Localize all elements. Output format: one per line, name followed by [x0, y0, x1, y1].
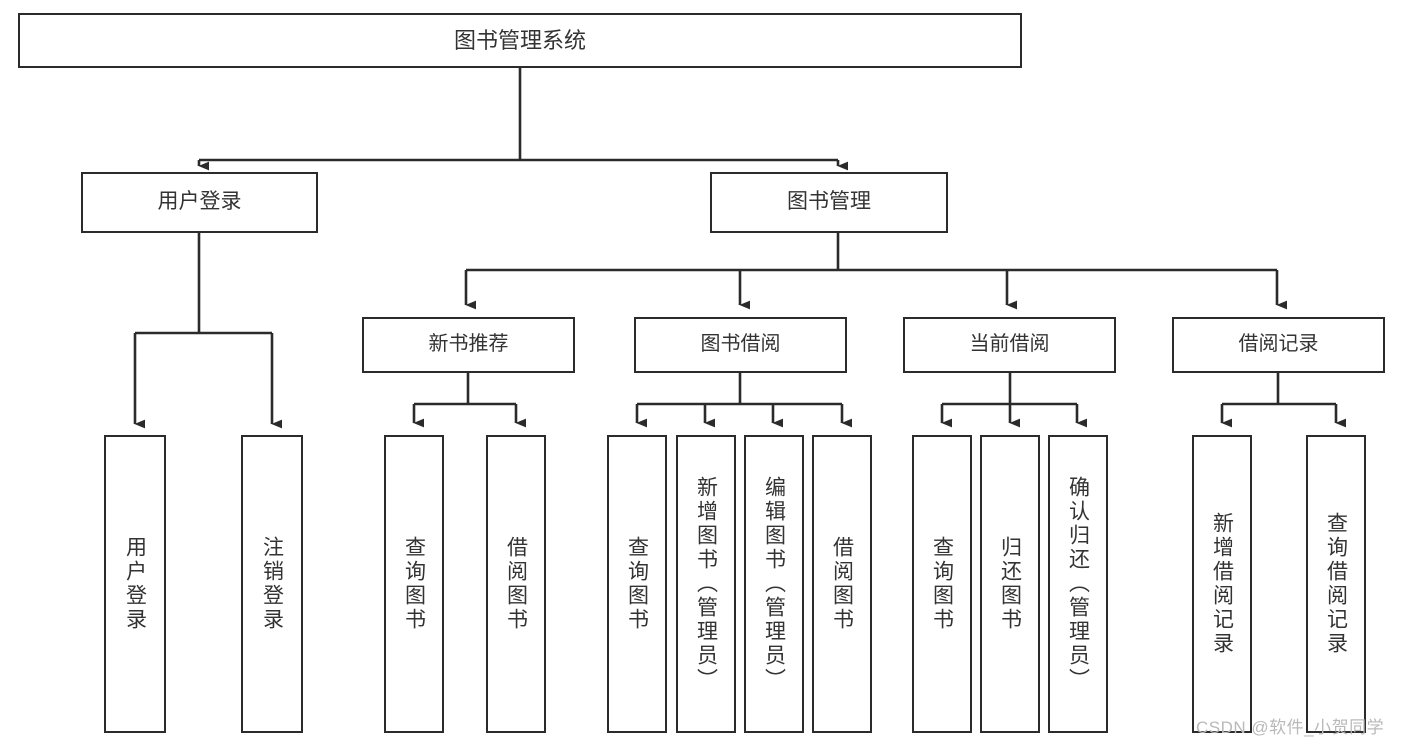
node-label: 用户登录 — [123, 536, 147, 632]
node-leaf-add-book[interactable]: 新增图书（管理员） — [676, 435, 736, 733]
node-label: 新书推荐 — [428, 333, 509, 356]
node-label: 新增借阅记录 — [1210, 512, 1234, 656]
node-leaf-query-book-2[interactable]: 查询图书 — [607, 435, 667, 733]
node-label: 新增图书（管理员） — [694, 476, 718, 692]
node-label: 当前借阅 — [969, 333, 1050, 356]
node-label: 归还图书 — [998, 536, 1022, 632]
node-label: 借阅图书 — [830, 536, 854, 632]
node-label: 查询借阅记录 — [1324, 512, 1348, 656]
node-leaf-edit-book[interactable]: 编辑图书（管理员） — [744, 435, 804, 733]
node-current-borrow[interactable]: 当前借阅 — [903, 317, 1116, 373]
node-label: 编辑图书（管理员） — [762, 476, 786, 692]
node-label: 确认归还（管理员） — [1066, 476, 1090, 692]
node-book-management[interactable]: 图书管理 — [710, 172, 948, 233]
node-label: 查询图书 — [402, 536, 426, 632]
node-leaf-query-book-3[interactable]: 查询图书 — [912, 435, 972, 733]
node-leaf-borrow-book-2[interactable]: 借阅图书 — [812, 435, 872, 733]
node-new-book-recommend[interactable]: 新书推荐 — [362, 317, 575, 373]
node-user-login[interactable]: 用户登录 — [81, 172, 318, 233]
node-label: 查询图书 — [625, 536, 649, 632]
node-leaf-query-record[interactable]: 查询借阅记录 — [1306, 435, 1366, 733]
node-leaf-query-book-1[interactable]: 查询图书 — [384, 435, 444, 733]
node-label: 查询图书 — [930, 536, 954, 632]
node-label: 图书借阅 — [700, 333, 781, 356]
node-leaf-confirm-return[interactable]: 确认归还（管理员） — [1048, 435, 1108, 733]
node-leaf-logout-login[interactable]: 注销登录 — [241, 435, 303, 733]
node-label: 借阅记录 — [1238, 333, 1319, 356]
node-label: 图书管理 — [787, 190, 871, 214]
node-root-book-management-system[interactable]: 图书管理系统 — [18, 13, 1022, 68]
node-leaf-return-book[interactable]: 归还图书 — [980, 435, 1040, 733]
node-book-borrow[interactable]: 图书借阅 — [634, 317, 847, 373]
node-borrow-record[interactable]: 借阅记录 — [1172, 317, 1385, 373]
csdn-watermark: CSDN @软件_小贺同学 — [1196, 718, 1385, 737]
node-label: 注销登录 — [260, 536, 284, 632]
node-label: 图书管理系统 — [453, 27, 586, 53]
node-leaf-borrow-book-1[interactable]: 借阅图书 — [486, 435, 546, 733]
node-leaf-user-login[interactable]: 用户登录 — [104, 435, 166, 733]
node-label: 借阅图书 — [504, 536, 528, 632]
node-label: 用户登录 — [157, 190, 242, 214]
node-leaf-add-record[interactable]: 新增借阅记录 — [1192, 435, 1252, 733]
